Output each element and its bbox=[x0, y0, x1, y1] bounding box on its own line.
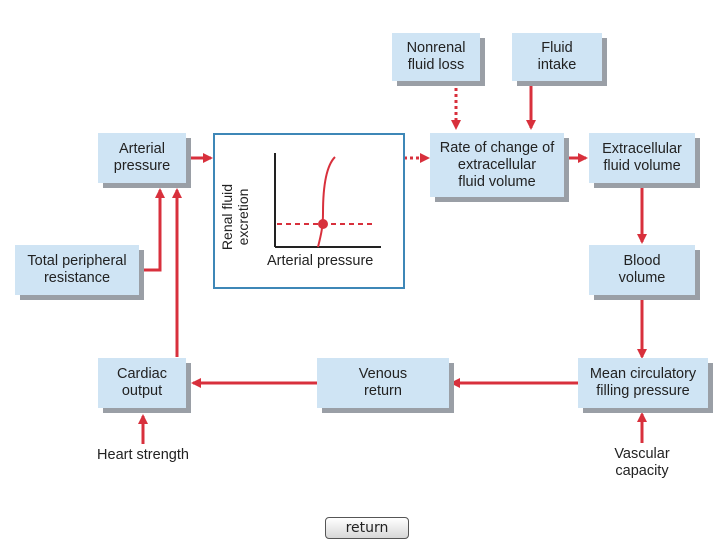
graph-x-label: Arterial pressure bbox=[267, 253, 374, 269]
node-rate-of-change: Rate of change of extracellular fluid vo… bbox=[430, 133, 564, 197]
renal-function-curve bbox=[274, 153, 381, 248]
graph-y-label: Renal fluid excretion bbox=[219, 183, 251, 251]
return-button[interactable]: return bbox=[325, 517, 409, 539]
node-cardiac-output: Cardiac output bbox=[98, 358, 186, 408]
node-total-peripheral-resistance: Total peripheral resistance bbox=[15, 245, 139, 295]
node-venous-return: Venous return bbox=[317, 358, 449, 408]
node-arterial-pressure: Arterial pressure bbox=[98, 133, 186, 183]
graph-equilibrium-point bbox=[318, 219, 328, 229]
renal-function-graph: Renal fluid excretion Arterial pressure bbox=[213, 133, 405, 289]
node-extracellular-fluid-volume: Extracellular fluid volume bbox=[589, 133, 695, 183]
node-mean-circulatory-filling-pressure: Mean circulatory filling pressure bbox=[578, 358, 708, 408]
graph-output-curve bbox=[317, 156, 336, 248]
node-blood-volume: Blood volume bbox=[589, 245, 695, 295]
node-heart-strength: Heart strength bbox=[97, 447, 189, 463]
node-fluid-intake: Fluid intake bbox=[512, 33, 602, 81]
node-nonrenal-fluid-loss: Nonrenal fluid loss bbox=[392, 33, 480, 81]
node-vascular-capacity: Vascular capacity bbox=[614, 446, 670, 479]
arrow-tpr-to-pressure bbox=[140, 188, 165, 272]
